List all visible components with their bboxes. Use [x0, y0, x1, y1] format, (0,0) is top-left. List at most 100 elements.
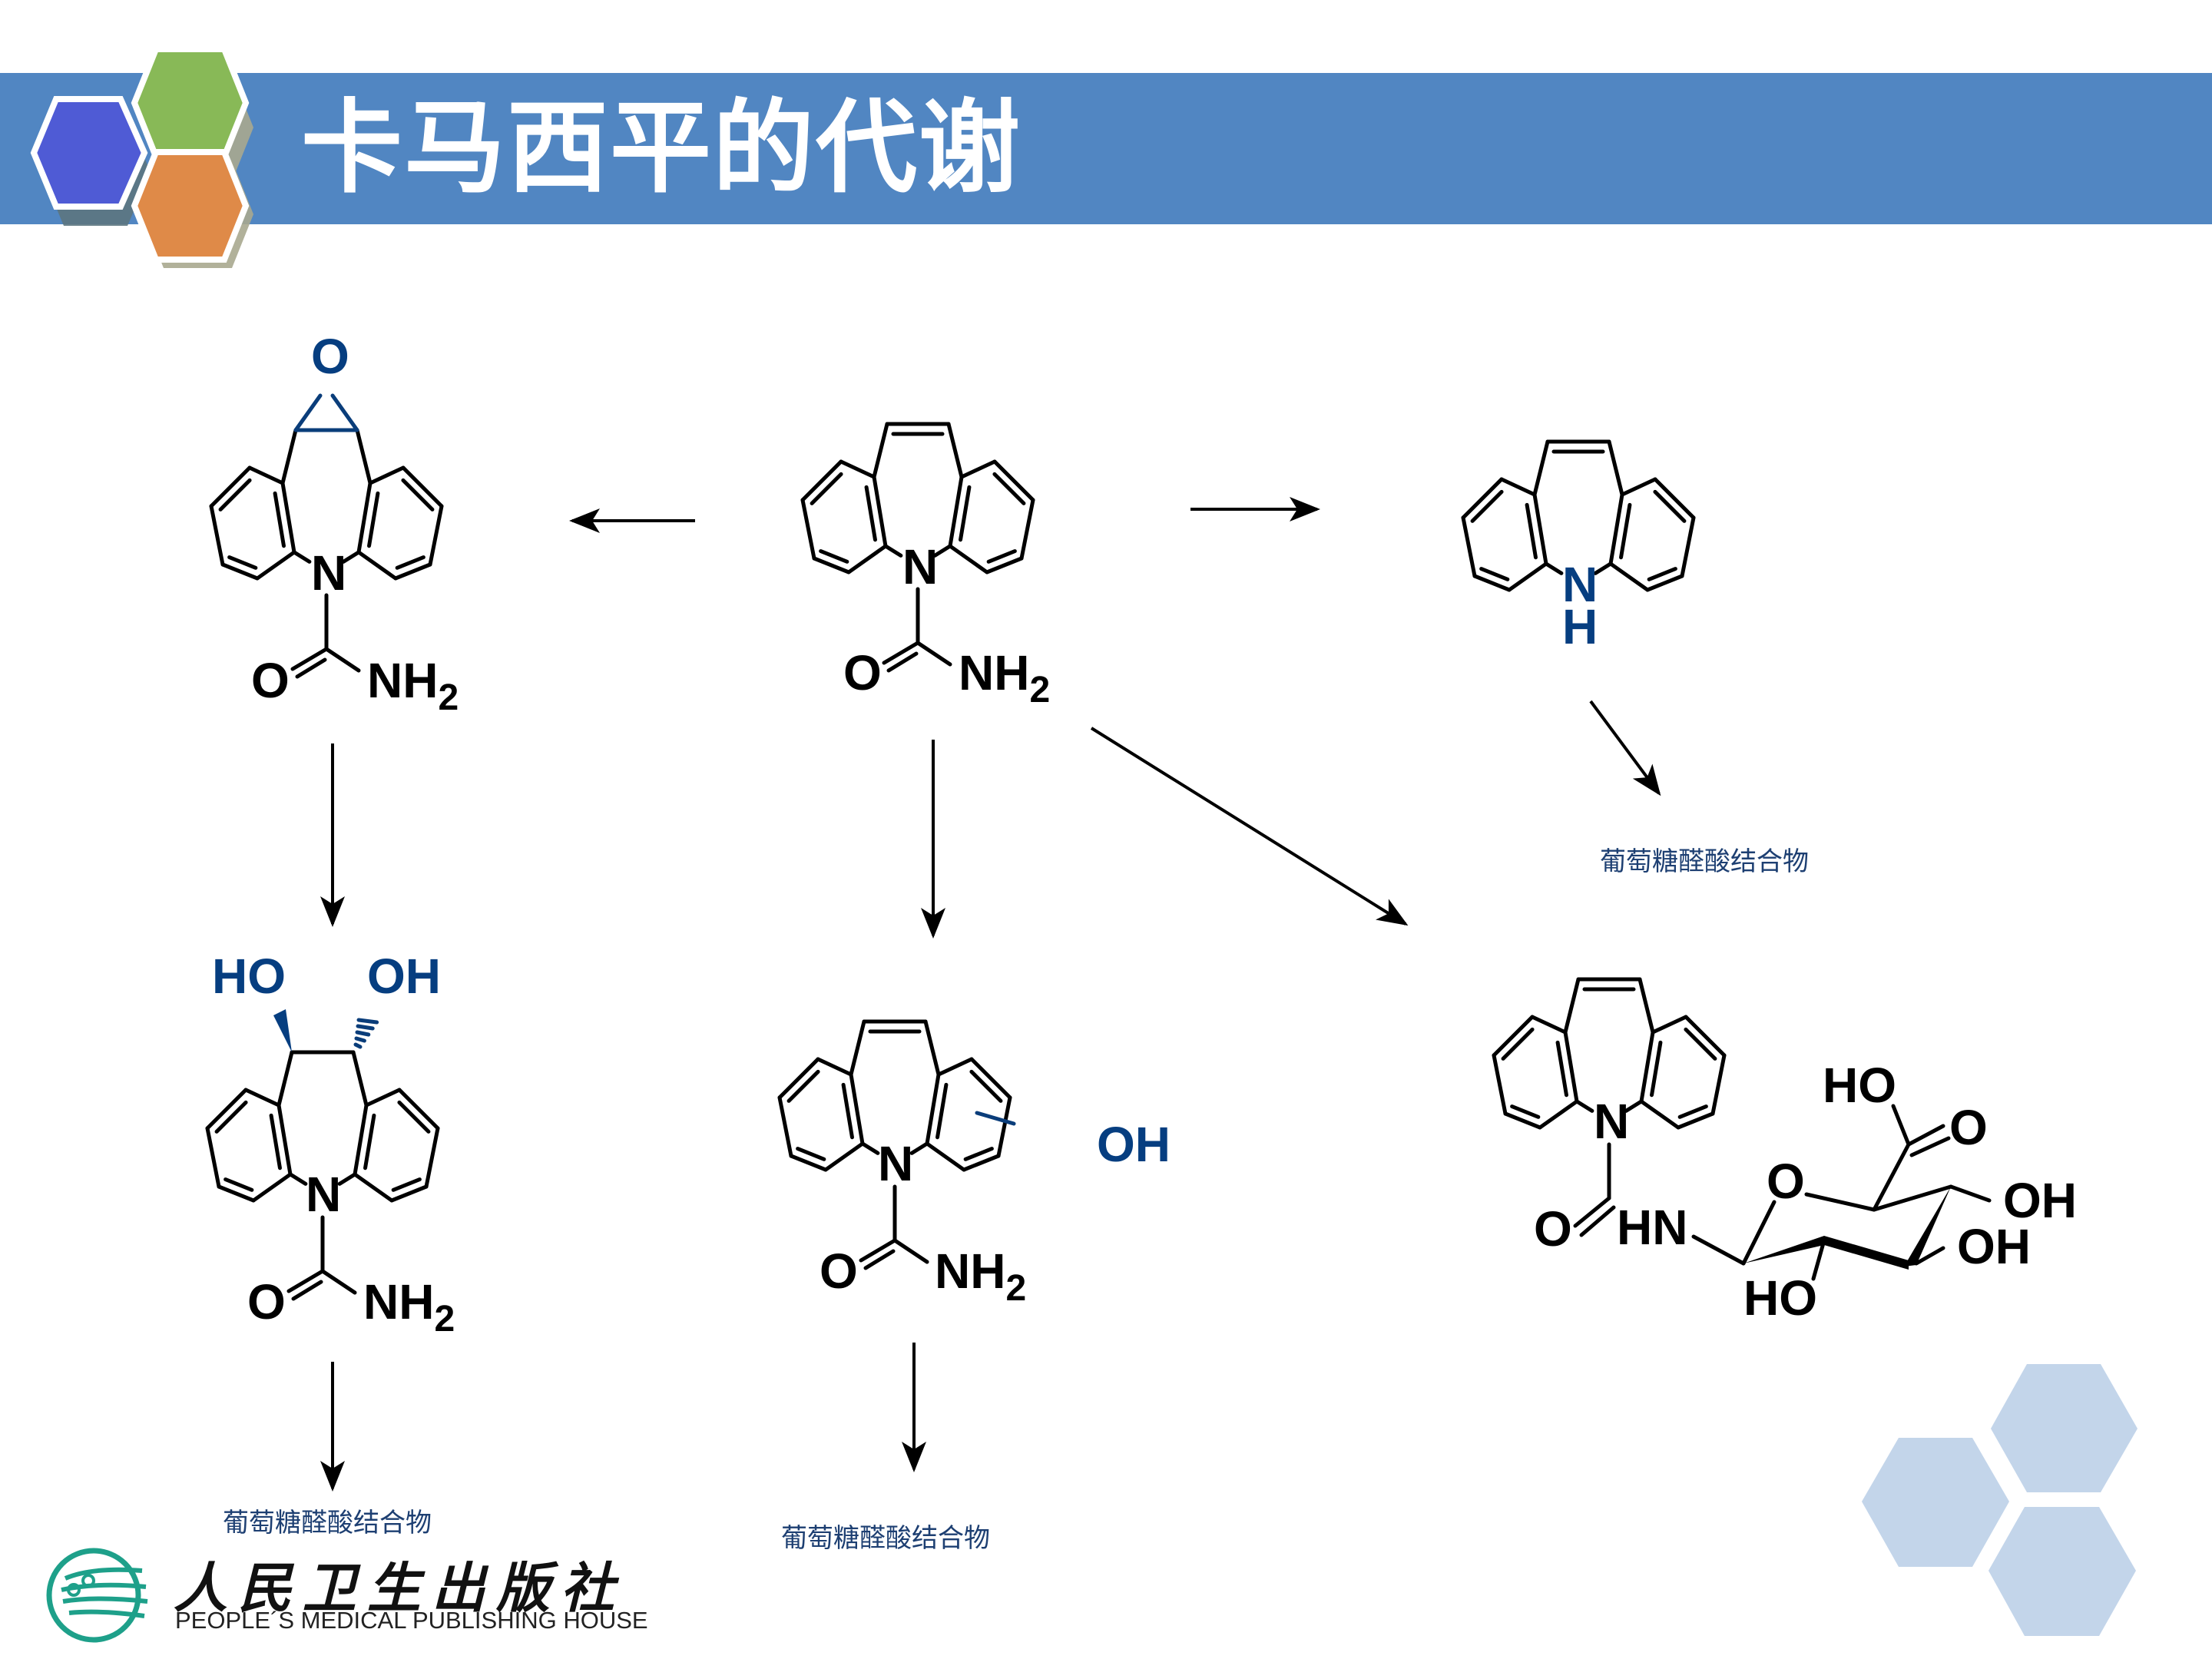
bond: [1503, 1111, 1542, 1130]
atom-o: O: [251, 653, 290, 708]
bond: [872, 422, 889, 479]
bond: [1637, 977, 1655, 1035]
bond: [816, 1057, 853, 1077]
bond: [1019, 498, 1035, 561]
bond: [1532, 439, 1550, 497]
bond: [428, 504, 444, 567]
bond: [424, 1126, 440, 1189]
bond: [860, 1141, 880, 1155]
atom-oh: OH: [1097, 1117, 1171, 1172]
atom-n: N: [878, 1136, 913, 1191]
molecule-epoxide: [209, 393, 444, 679]
bold-bond: [1743, 1236, 1824, 1263]
bold-bond: [1824, 1236, 1909, 1270]
bond: [882, 641, 920, 665]
bond: [1949, 1184, 1992, 1203]
bond: [1532, 492, 1548, 566]
bond: [883, 544, 903, 558]
bond: [330, 393, 359, 432]
bond: [286, 1269, 325, 1293]
atom-n: N: [1562, 557, 1598, 612]
bond: [401, 465, 444, 508]
molecule-diol: [205, 1009, 440, 1301]
bond: [324, 647, 361, 673]
bond: [1492, 1015, 1535, 1058]
bond: [1461, 477, 1504, 520]
bond: [789, 1154, 828, 1172]
bond: [1619, 502, 1632, 560]
atom-h: H: [1562, 599, 1598, 654]
bond: [355, 428, 373, 485]
atom-nh2: NH2: [367, 653, 459, 718]
bond: [864, 485, 877, 542]
atom-nh2: NH2: [935, 1243, 1026, 1309]
publisher-name-en: PEOPLE´S MEDICAL PUBLISHING HOUSE: [175, 1607, 648, 1634]
bond: [1593, 561, 1613, 575]
bond: [251, 1172, 293, 1203]
molecule-iminostilbene: [1461, 439, 1696, 592]
bond: [292, 550, 312, 564]
atom-hn: HN: [1617, 1200, 1687, 1255]
bond: [1620, 477, 1657, 497]
bond: [337, 1172, 357, 1186]
glucuronide-conjugate-label-hydroxy: 葡萄糖醛酸结合物: [781, 1523, 990, 1554]
bond: [1579, 1205, 1616, 1237]
atom-nh2: NH2: [363, 1274, 455, 1339]
bond: [849, 1072, 865, 1146]
bond: [936, 1057, 974, 1077]
bond: [1573, 1196, 1611, 1228]
bond: [1501, 1027, 1535, 1061]
bond: [1507, 561, 1548, 592]
bond: [810, 472, 843, 505]
bond: [823, 1141, 865, 1172]
bond: [1563, 977, 1581, 1035]
decor-hexagon-left: [1862, 1438, 2009, 1567]
bond: [209, 465, 252, 508]
carbamazepine-atoms: N O NH2: [843, 539, 1050, 710]
bond: [255, 550, 296, 581]
bond: [205, 1126, 221, 1189]
hash-bond: [353, 1042, 363, 1049]
bond: [1680, 515, 1696, 578]
bond: [849, 1019, 866, 1077]
bond: [363, 1113, 376, 1171]
bond: [1607, 439, 1624, 497]
bond: [395, 555, 426, 570]
atom-n: N: [1594, 1094, 1629, 1149]
bond: [341, 550, 361, 564]
bond: [1872, 1184, 1953, 1212]
hash-bond: [354, 1036, 366, 1043]
bond: [290, 647, 329, 671]
wedge-bond: [273, 1009, 292, 1052]
header-hexagon-logo: [30, 46, 253, 268]
slide-title: 卡马西平的代谢: [301, 89, 1022, 207]
bond: [886, 651, 919, 673]
bond: [1461, 515, 1477, 578]
bond: [209, 504, 225, 567]
publisher-logo: [46, 1548, 148, 1643]
bond: [1470, 489, 1504, 523]
bond: [393, 562, 432, 581]
bond: [273, 491, 286, 548]
bond: [224, 1177, 254, 1192]
bond: [892, 1238, 929, 1264]
bond: [786, 1069, 820, 1103]
atom-ho: HO: [212, 949, 286, 1004]
bond: [401, 478, 435, 512]
bond: [218, 478, 252, 512]
bond: [812, 556, 851, 575]
arrow-iminostilbene-to-conjugate: [1589, 700, 1661, 796]
bond: [351, 1050, 369, 1108]
bond: [872, 475, 888, 548]
bond: [1906, 1124, 1945, 1147]
bond: [1499, 477, 1537, 497]
orange-hexagon: [131, 149, 250, 263]
bond: [293, 393, 323, 432]
atom-nh2: NH2: [959, 645, 1050, 710]
atom-n: N: [311, 545, 346, 601]
bond: [276, 1050, 294, 1108]
bond: [205, 1088, 248, 1131]
bond: [959, 459, 997, 479]
bond: [932, 544, 952, 558]
bond: [1653, 489, 1687, 523]
